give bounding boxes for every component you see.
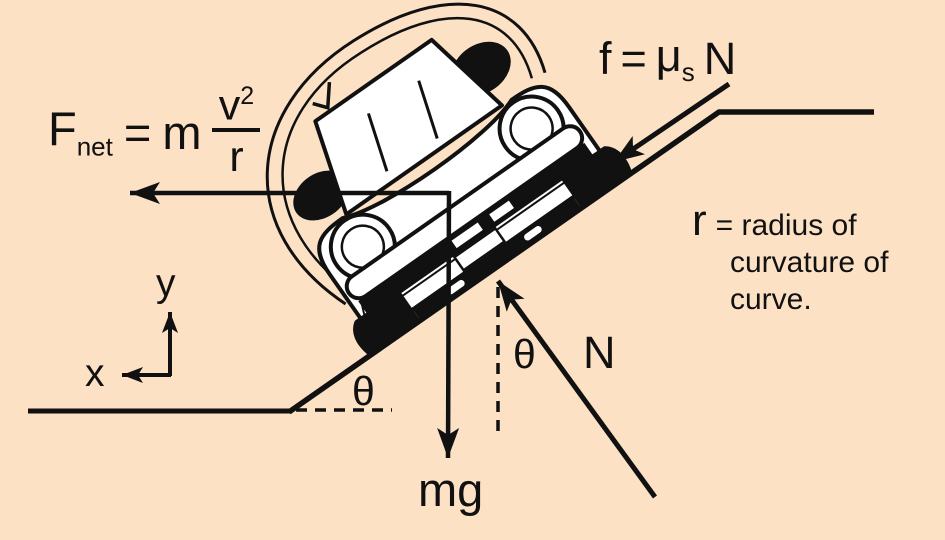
friction-equals: = — [620, 33, 647, 84]
theta-base-label: θ — [352, 368, 375, 414]
car-under-vent-2 — [524, 226, 542, 241]
incline-line — [287, 109, 874, 415]
fnet-exponent: 2 — [240, 82, 255, 110]
fnet-equals: = — [123, 105, 152, 159]
radius-line1-text: = radius of — [715, 209, 857, 242]
fnet-symbol: Fnet — [48, 102, 113, 162]
theta-normal-label: θ — [513, 331, 536, 377]
radius-note: r = radius of curvature of curve. — [692, 196, 889, 318]
car-license-plate — [452, 226, 507, 272]
car-under-vent-1 — [447, 279, 465, 295]
fnet-equation: Fnet = m v2 r — [48, 81, 261, 182]
mg-label: mg — [418, 463, 484, 516]
car-windshield — [313, 37, 504, 217]
friction-arrow — [612, 81, 731, 165]
fnet-numerator: v2 — [218, 81, 255, 130]
friction-equation: f = μs N — [599, 30, 736, 88]
car-illustration — [265, 2, 633, 357]
car-wheel-left — [353, 289, 421, 357]
friction-normal-symbol: N — [703, 33, 737, 84]
normal-force-arrow — [495, 279, 658, 499]
y-axis-label: y — [156, 262, 176, 305]
car-roof-arc-outer — [265, 2, 547, 306]
friction-subscript: s — [681, 57, 695, 87]
fnet-denominator: r — [229, 133, 244, 182]
radius-symbol: r — [692, 196, 707, 245]
fraction-bar — [212, 128, 261, 133]
fnet-fraction: v2 r — [212, 81, 261, 182]
fnet-mass: m — [162, 105, 202, 159]
radius-note-line2: curvature of — [730, 246, 889, 279]
car-roof-arc-inner — [281, 16, 534, 296]
friction-mu: μs — [655, 30, 695, 87]
radius-note-line1: r = radius of — [692, 196, 888, 245]
car-wiper-left — [366, 112, 389, 172]
car-roof-mark — [312, 82, 332, 110]
fnet-subscript: net — [76, 131, 113, 162]
normal-force-label: N — [583, 327, 616, 378]
x-axis-label: x — [85, 352, 105, 395]
radius-note-line3: curve. — [730, 283, 812, 316]
mg-arrow — [437, 190, 460, 459]
friction-symbol: f — [599, 33, 612, 84]
car-wiper-right — [417, 80, 439, 139]
